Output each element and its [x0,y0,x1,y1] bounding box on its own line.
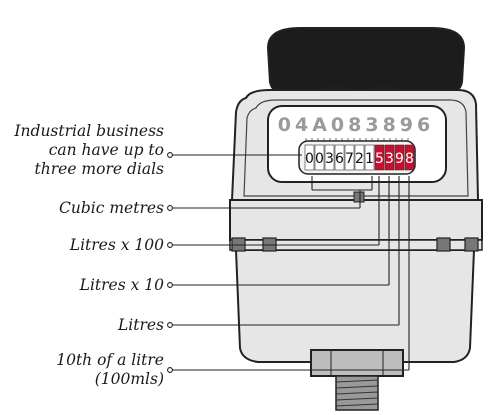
label-cubic-metres: Cubic metres [59,199,164,217]
leader-lines [167,152,410,373]
label-litres: Litres [117,316,164,334]
dial-digit: 3 [385,151,394,167]
label-litres-x10: Litres x 10 [79,276,164,294]
label-tenth-line-2: (100mls) [94,370,164,388]
dial-digit-cell [334,144,345,171]
pipe-threads [335,379,379,407]
meter-upper-inner-outline [243,99,469,197]
dial-digit-cell [304,144,315,171]
dial-digit-cell-red [394,144,405,171]
dial-digit: 0 [305,151,314,167]
dial-digit: 3 [325,151,334,167]
label-industrial-line-2: can have up to [48,141,164,159]
dial-digit-cell [354,144,365,171]
dial-digit: 2 [355,151,364,167]
dial-digit: 7 [345,151,354,167]
sensor-tab [353,191,365,203]
dial-digit-cell [344,144,355,171]
dial-digit: 1 [365,151,374,167]
dial-digit-cell [314,144,325,171]
dial-digit-cell [324,144,335,171]
meter-cap [266,27,466,93]
dial-digit-cell-red [374,144,385,171]
label-litres-x100: Litres x 100 [69,236,164,254]
label-industrial-line-1: Industrial business [14,122,164,140]
bolt-right-inner [436,237,451,252]
inlet-nut [310,349,404,377]
dial-digit: 5 [375,151,384,167]
meter-flange [229,199,483,241]
meter-lower-body [234,249,476,363]
serial-number: 04A083896 [278,114,434,136]
dial-digit-cell [364,144,375,171]
bolt-right-outer [464,237,479,252]
dial-digit: 0 [315,151,324,167]
label-industrial-line-3: three more dials [34,160,164,178]
dial-digit: 6 [335,151,344,167]
dial-digit-cell-red [404,144,415,171]
dial-digit: 8 [405,151,414,167]
label-tenth-litre: 10th of a litre (100mls) [56,351,164,389]
dial-digit-cell-red [384,144,395,171]
label-industrial-dials: Industrial business can have up to three… [14,122,164,179]
label-tenth-line-1: 10th of a litre [56,351,164,369]
dial-digit: 9 [395,151,404,167]
